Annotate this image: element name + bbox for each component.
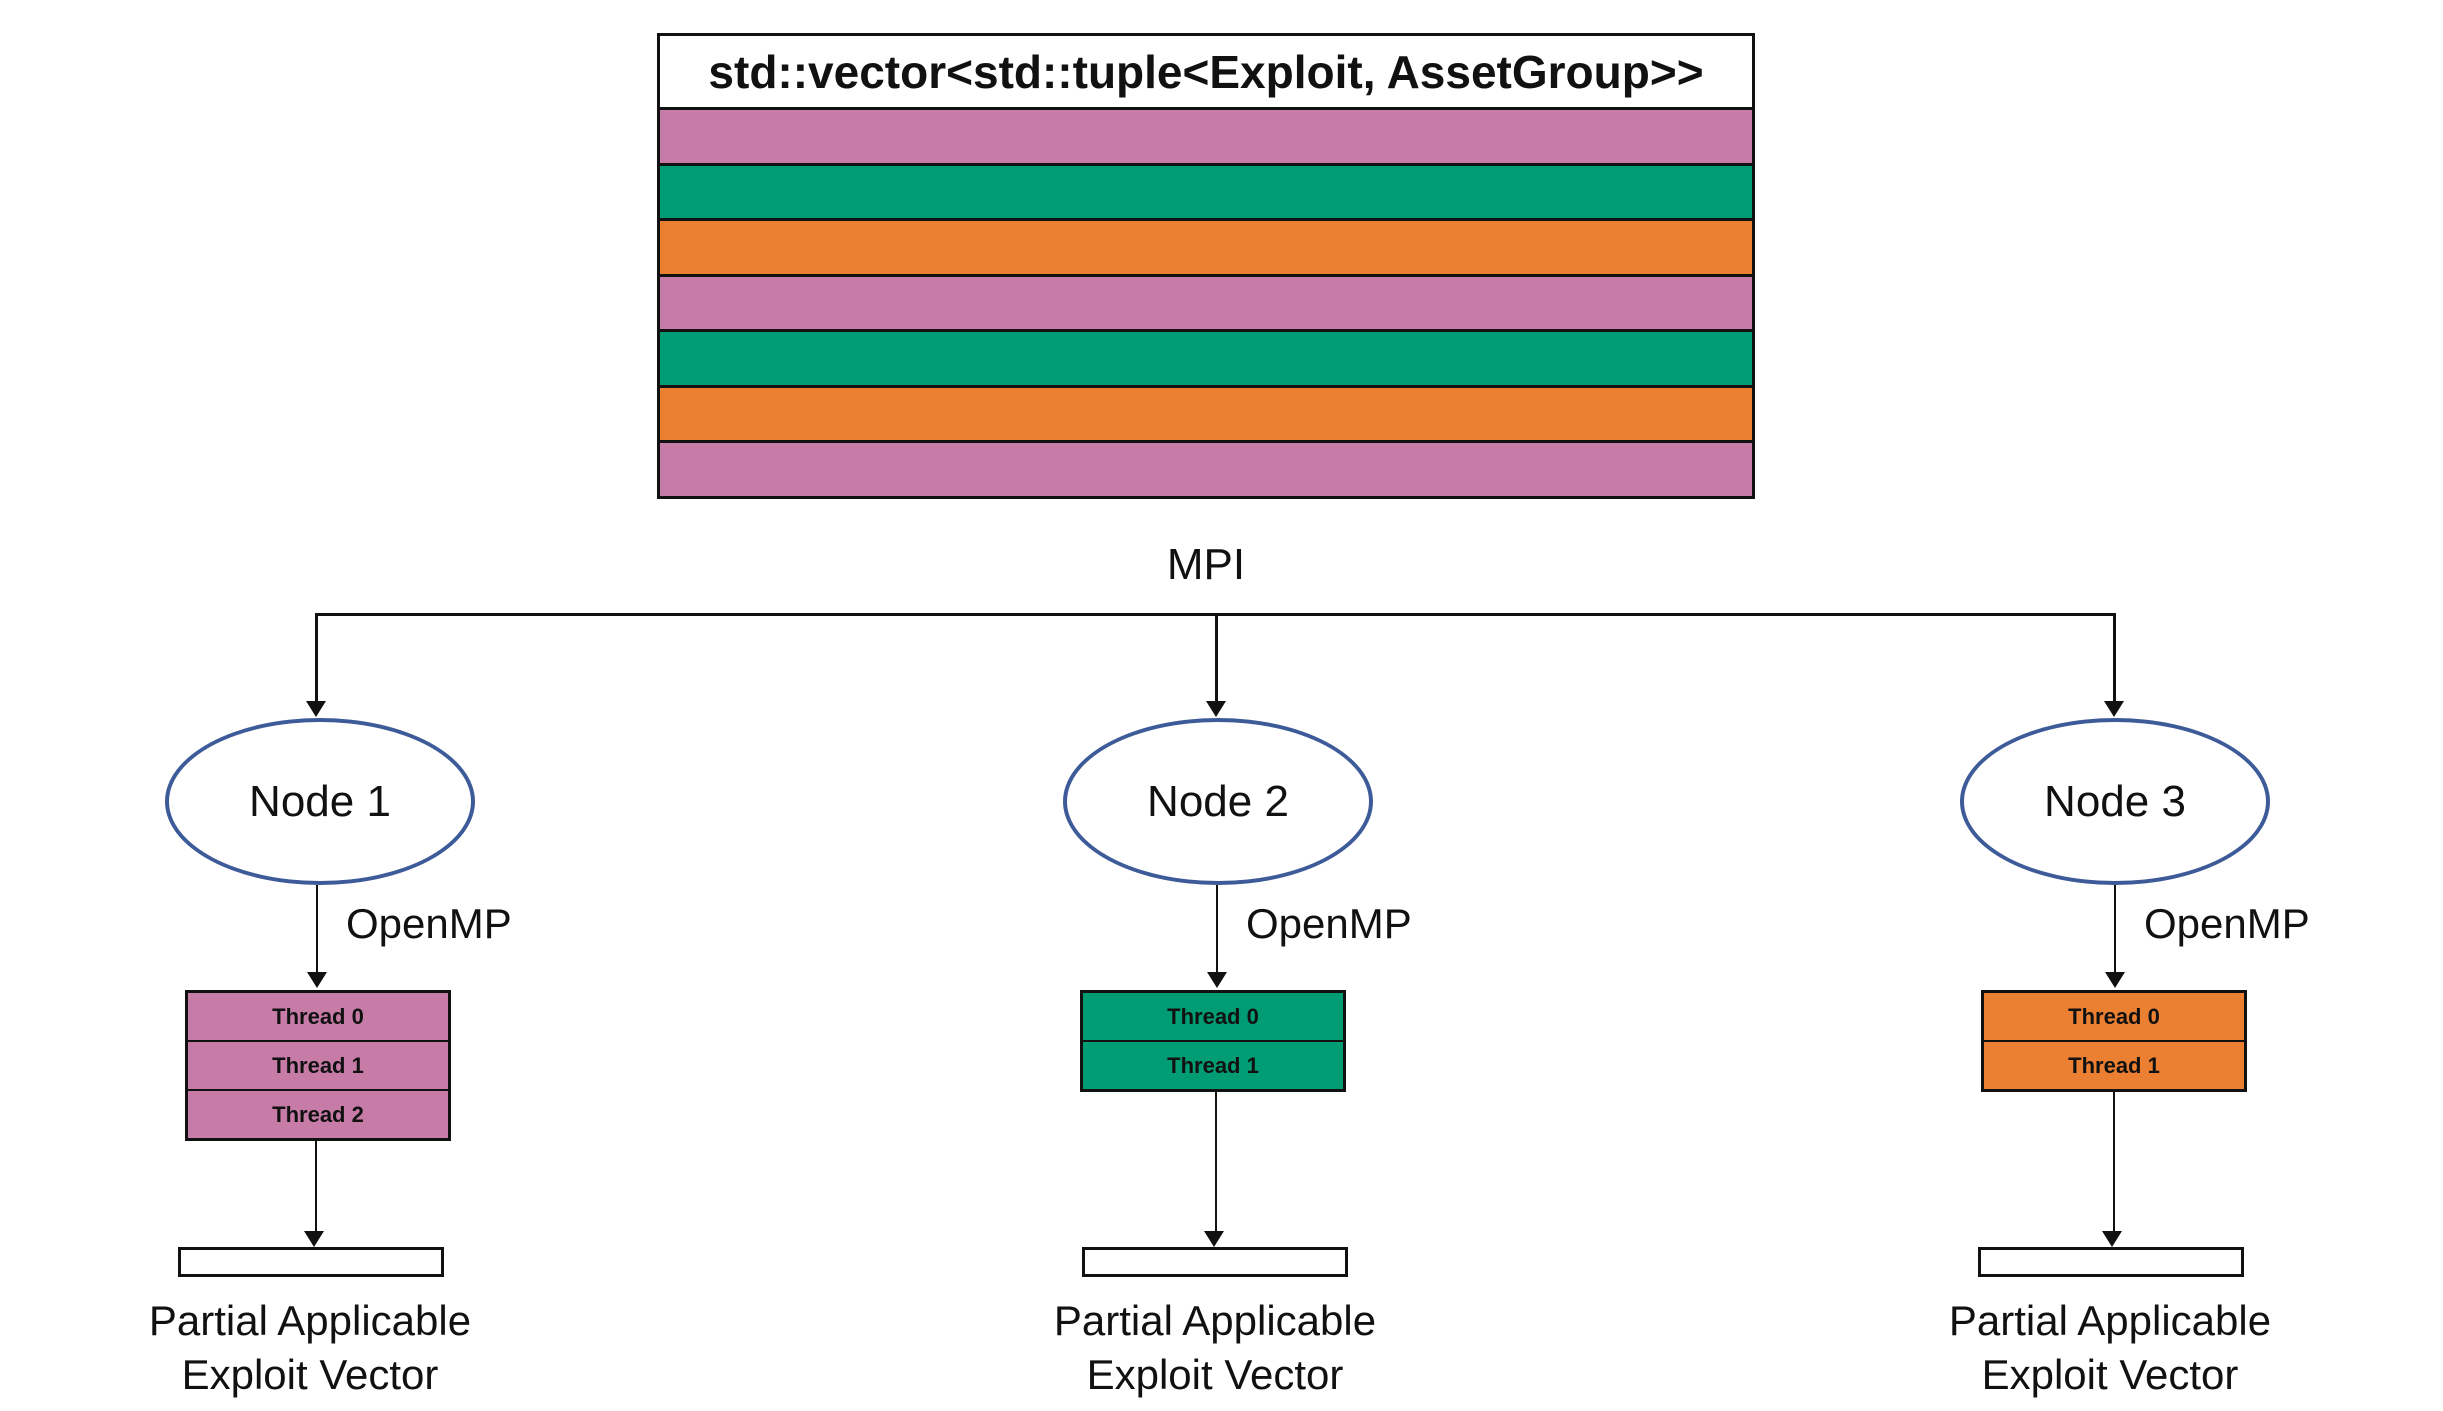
node3-label: Node 3 bbox=[2044, 776, 2186, 826]
node3-ellipse: Node 3 bbox=[1960, 718, 2270, 885]
vector-box: std::vector<std::tuple<Exploit, AssetGro… bbox=[657, 33, 1755, 499]
node2-output-line bbox=[1215, 1092, 1217, 1233]
node2-output-rect bbox=[1082, 1247, 1348, 1277]
arrow-down-icon bbox=[1206, 701, 1226, 717]
arrow-down-icon bbox=[2102, 1231, 2122, 1247]
node2-ellipse: Node 2 bbox=[1063, 718, 1373, 885]
output-label-line1: Partial Applicable bbox=[148, 1297, 472, 1344]
thread-row: Thread 1 bbox=[1984, 1040, 2244, 1089]
node2-thread-box: Thread 0 Thread 1 bbox=[1080, 990, 1346, 1092]
mpi-tree-drop-node3 bbox=[2113, 613, 2116, 703]
output-label-line2: Exploit Vector bbox=[1086, 1351, 1344, 1398]
vector-stripe bbox=[660, 440, 1752, 497]
arrow-down-icon bbox=[304, 1231, 324, 1247]
node3-thread-box: Thread 0 Thread 1 bbox=[1981, 990, 2247, 1092]
thread-row: Thread 1 bbox=[188, 1040, 448, 1089]
output-label-line1: Partial Applicable bbox=[1948, 1297, 2272, 1344]
node1-label: Node 1 bbox=[249, 776, 391, 826]
thread-row: Thread 0 bbox=[1984, 993, 2244, 1040]
node2-openmp-label: OpenMP bbox=[1246, 900, 1412, 947]
node1-output-label: Partial Applicable Exploit Vector bbox=[10, 1294, 610, 1402]
thread-row: Thread 0 bbox=[188, 993, 448, 1040]
arrow-down-icon bbox=[1204, 1231, 1224, 1247]
arrow-down-icon bbox=[1207, 972, 1227, 988]
node2-openmp-line bbox=[1216, 885, 1218, 975]
node3-output-rect bbox=[1978, 1247, 2244, 1277]
node1-openmp-label: OpenMP bbox=[346, 900, 512, 947]
node3-openmp-label: OpenMP bbox=[2144, 900, 2310, 947]
node1-output-line bbox=[315, 1141, 317, 1233]
node3-output-line bbox=[2113, 1092, 2115, 1233]
arrow-down-icon bbox=[2105, 972, 2125, 988]
vector-stripe bbox=[660, 329, 1752, 385]
vector-stripe bbox=[660, 107, 1752, 163]
node2-label: Node 2 bbox=[1147, 776, 1289, 826]
vector-stripe bbox=[660, 384, 1752, 441]
node1-openmp-line bbox=[316, 885, 318, 975]
vector-stripe bbox=[660, 273, 1752, 330]
output-label-line2: Exploit Vector bbox=[1981, 1351, 2239, 1398]
node1-ellipse: Node 1 bbox=[165, 718, 475, 885]
mpi-tree-drop-node1 bbox=[315, 613, 318, 703]
vector-stripe bbox=[660, 162, 1752, 219]
arrow-down-icon bbox=[2104, 701, 2124, 717]
thread-row: Thread 1 bbox=[1083, 1040, 1343, 1089]
output-label-line2: Exploit Vector bbox=[181, 1351, 439, 1398]
node3-openmp-line bbox=[2114, 885, 2116, 975]
node1-thread-box: Thread 0 Thread 1 Thread 2 bbox=[185, 990, 451, 1141]
mpi-tree-drop-node2 bbox=[1215, 613, 1218, 703]
thread-row: Thread 2 bbox=[188, 1089, 448, 1138]
node2-output-label: Partial Applicable Exploit Vector bbox=[915, 1294, 1515, 1402]
arrow-down-icon bbox=[306, 701, 326, 717]
node3-output-label: Partial Applicable Exploit Vector bbox=[1810, 1294, 2410, 1402]
arrow-down-icon bbox=[307, 972, 327, 988]
vector-title: std::vector<std::tuple<Exploit, AssetGro… bbox=[660, 36, 1752, 107]
vector-stripe bbox=[660, 218, 1752, 274]
mpi-label: MPI bbox=[1166, 540, 1246, 589]
node1-output-rect bbox=[178, 1247, 444, 1277]
thread-row: Thread 0 bbox=[1083, 993, 1343, 1040]
output-label-line1: Partial Applicable bbox=[1053, 1297, 1377, 1344]
